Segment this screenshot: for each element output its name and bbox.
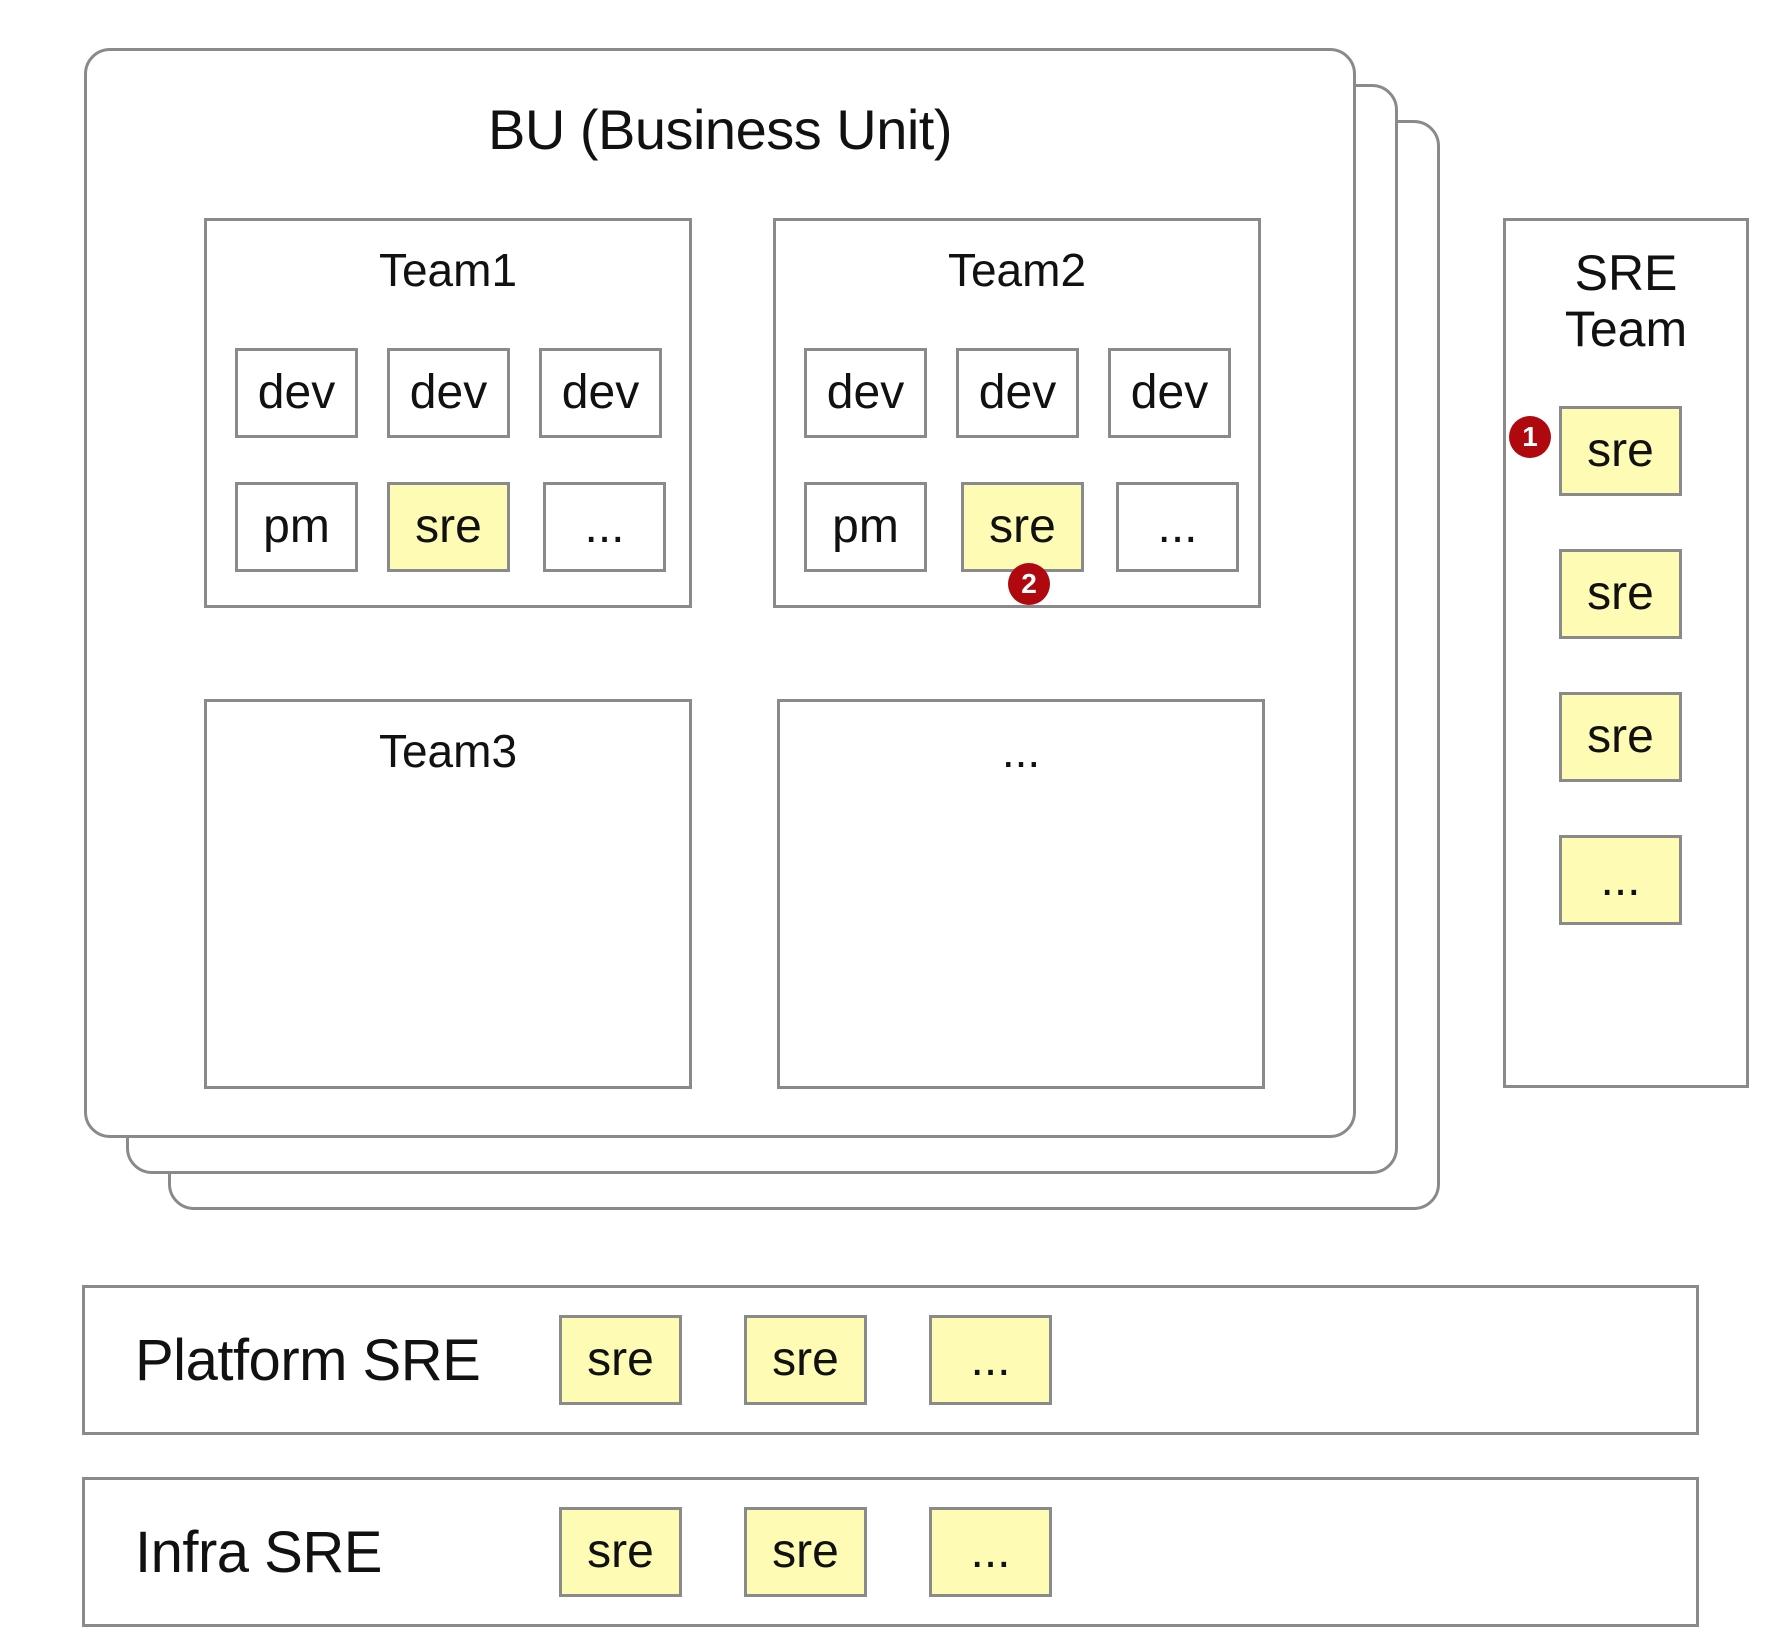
team-more: ... [777,699,1265,1089]
sre-team-title-line1: SRE [1574,245,1678,301]
team-2-title: Team2 [947,244,1087,296]
team-1: Team1 dev dev dev pm sre ... [204,218,692,608]
marker-2: 2 [1008,563,1050,605]
team-3: Team3 [204,699,692,1089]
role-box-pm: pm [804,482,927,572]
role-box-dev: dev [235,348,358,438]
role-box-dev: dev [956,348,1079,438]
infra-sre-member-more: ... [929,1507,1052,1597]
team-more-title: ... [1001,725,1041,777]
role-box-dev: dev [539,348,662,438]
infra-sre-member: sre [559,1507,682,1597]
team-1-title: Team1 [378,244,518,296]
role-box-sre: sre [387,482,510,572]
sre-team-member: sre [1559,406,1682,496]
platform-sre-member: sre [559,1315,682,1405]
infra-sre-band: Infra SRE sre sre ... [82,1477,1699,1627]
platform-sre-member-more: ... [929,1315,1052,1405]
sre-team-member: sre [1559,692,1682,782]
role-box-dev: dev [387,348,510,438]
role-box-more: ... [543,482,666,572]
role-box-dev: dev [804,348,927,438]
sre-team-member: sre [1559,549,1682,639]
infra-sre-member: sre [744,1507,867,1597]
bu-title: BU (Business Unit) [487,98,953,161]
role-box-more: ... [1116,482,1239,572]
sre-team-title-line2: Team [1564,301,1688,357]
platform-sre-band: Platform SRE sre sre ... [82,1285,1699,1435]
sre-team-member-more: ... [1559,835,1682,925]
role-box-pm: pm [235,482,358,572]
infra-sre-label: Infra SRE [135,1519,382,1585]
team-3-title: Team3 [378,725,518,777]
team-2: Team2 dev dev dev pm sre ... [773,218,1261,608]
sre-team: SRE Team sre sre sre ... [1503,218,1749,1088]
role-box-sre: sre [961,482,1084,572]
platform-sre-member: sre [744,1315,867,1405]
role-box-dev: dev [1108,348,1231,438]
sre-team-title: SRE Team [1506,245,1746,357]
marker-1: 1 [1509,416,1551,458]
platform-sre-label: Platform SRE [135,1327,481,1393]
